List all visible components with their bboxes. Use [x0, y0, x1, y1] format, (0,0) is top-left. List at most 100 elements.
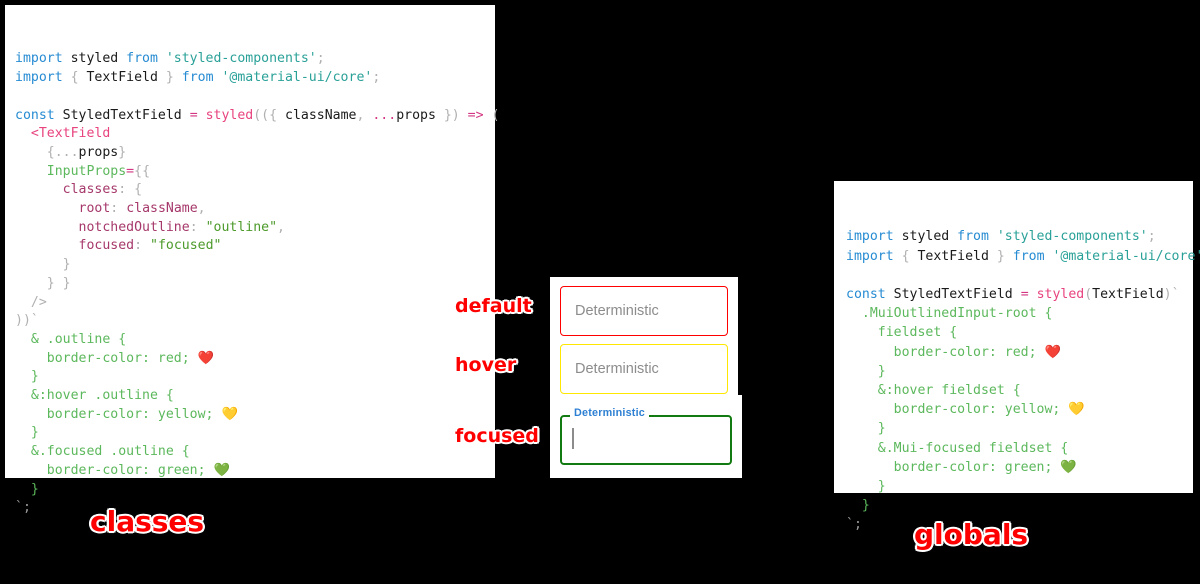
code-token: &.focused .outline {	[15, 444, 190, 460]
code-token: border-color: red;	[15, 350, 198, 366]
code-token: root	[78, 201, 111, 217]
code-line: import { TextField } from '@material-ui/…	[15, 69, 485, 88]
code-line: border-color: green; 💚	[15, 462, 485, 481]
code-token: :	[189, 219, 206, 235]
code-token: ))`	[15, 313, 39, 329]
textfield-focused[interactable]	[560, 415, 732, 465]
code-token: {...	[15, 144, 79, 160]
code-token: }	[988, 248, 1013, 264]
code-token: InputProps	[46, 163, 127, 179]
code-token	[15, 201, 79, 216]
code-panel-globals: import styled from 'styled-components';i…	[834, 181, 1200, 532]
code-token: {	[134, 182, 143, 198]
code-token: fieldset {	[846, 325, 958, 341]
code-line: border-color: red; ❤️	[846, 343, 1181, 362]
code-token: :	[118, 182, 135, 198]
code-line: }	[15, 481, 485, 500]
code-line: & .outline {	[15, 331, 485, 350]
code-token: notchedOutline	[78, 219, 190, 235]
heart-emoji: 💛	[221, 406, 238, 422]
caption-globals: globals	[914, 518, 1029, 551]
code-token: `;	[846, 517, 862, 533]
code-line: `;	[846, 515, 1181, 534]
textfield-focused-floating-label: Deterministic	[570, 407, 650, 420]
code-token: }	[435, 107, 452, 123]
heart-emoji: 💚	[1060, 459, 1077, 475]
code-token: & .outline {	[15, 331, 127, 347]
code-token: StyledTextField	[62, 107, 190, 123]
code-token: from	[1012, 248, 1053, 264]
code-token: import	[846, 229, 902, 245]
code-token: styled	[70, 51, 127, 67]
code-token: }	[118, 144, 127, 160]
code-line: const StyledTextField = styled(TextField…	[846, 285, 1181, 304]
code-token: 'styled-components'	[996, 229, 1148, 245]
code-token: border-color: red;	[846, 344, 1045, 360]
code-token: &:hover fieldset {	[846, 383, 1021, 399]
code-token: ;	[1147, 229, 1156, 245]
code-token: border-color: yellow;	[15, 406, 222, 422]
code-token: ;	[372, 70, 381, 86]
code-token: &:hover .outline {	[15, 388, 174, 404]
code-token: ,	[277, 219, 285, 235]
code-line: `;	[15, 499, 485, 518]
code-line: }	[15, 256, 485, 275]
code-line: }	[846, 362, 1181, 381]
code-token: (	[491, 107, 500, 123]
code-line: } }	[15, 275, 485, 294]
code-token: "focused"	[150, 238, 222, 254]
heart-emoji: 💛	[1068, 402, 1085, 418]
code-token: (	[1084, 287, 1093, 303]
code-line	[15, 88, 485, 107]
code-line: {...props}	[15, 144, 485, 163]
code-token: ,	[197, 201, 206, 217]
textfield-default[interactable]: Deterministic	[560, 286, 728, 336]
code-token: ,	[356, 107, 373, 123]
code-line: import styled from 'styled-components';	[846, 227, 1181, 246]
code-line: &:hover fieldset {	[846, 381, 1181, 400]
code-line: .MuiOutlinedInput-root {	[846, 304, 1181, 323]
code-token: }	[846, 421, 886, 437]
code-line: }	[846, 477, 1181, 496]
code-token: {	[70, 70, 87, 86]
annotation-default: default	[455, 295, 532, 317]
code-line: focused: "focused"	[15, 237, 485, 256]
code-token: const	[15, 107, 63, 123]
code-line: root: className,	[15, 200, 485, 219]
code-token: props	[396, 107, 436, 123]
code-token: }	[15, 481, 39, 497]
caption-classes: classes	[90, 505, 205, 538]
code-line: import { TextField } from '@material-ui/…	[846, 247, 1200, 266]
code-line: InputProps={{	[15, 163, 485, 182]
code-token	[15, 220, 79, 235]
code-line: import styled from 'styled-components';	[15, 50, 485, 69]
heart-emoji: 💚	[213, 462, 230, 478]
code-token: border-color: green;	[15, 462, 214, 478]
code-token: =	[1020, 287, 1037, 303]
code-line	[846, 266, 1181, 285]
code-token: )	[451, 107, 468, 123]
code-line: border-color: red; ❤️	[15, 350, 485, 369]
code-line: &:hover .outline {	[15, 387, 485, 406]
code-token: border-color: yellow;	[846, 402, 1069, 418]
code-token: from	[957, 229, 997, 245]
code-token: '@material-ui/core'	[1052, 248, 1200, 264]
code-token: ((	[253, 107, 270, 123]
textfield-hover[interactable]: Deterministic	[560, 344, 728, 394]
code-token: }	[157, 70, 182, 86]
code-line: const StyledTextField = styled(({ classN…	[15, 107, 499, 126]
text-caret	[572, 428, 574, 449]
code-token: )`	[1163, 287, 1180, 303]
code-token: TextField	[86, 70, 158, 86]
textfield-default-label: Deterministic	[575, 303, 659, 319]
code-line: border-color: green; 💚	[846, 458, 1181, 477]
code-token: className	[126, 201, 198, 217]
code-token: <	[15, 126, 39, 142]
code-line: notchedOutline: "outline",	[15, 219, 485, 238]
textfield-hover-label: Deterministic	[575, 361, 659, 377]
code-line: &.focused .outline {	[15, 443, 485, 462]
annotation-hover: hover	[455, 354, 517, 376]
code-token: :	[134, 238, 150, 254]
code-token: const	[846, 287, 894, 303]
code-token	[15, 182, 63, 197]
